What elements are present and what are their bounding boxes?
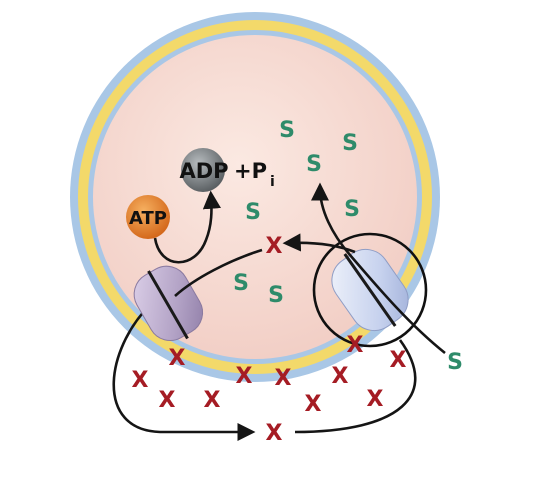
x-molecule: X	[367, 387, 384, 412]
atp-label: ATP	[129, 208, 167, 229]
s-entry-arrow	[310, 182, 446, 355]
x-to-pump-arrow	[174, 248, 263, 297]
s-molecules: S S S S S S S S	[233, 118, 463, 375]
s-molecule: S	[268, 283, 284, 308]
x-molecule: X	[266, 421, 283, 446]
x-molecule-inside: X	[266, 234, 283, 259]
symporter-to-x-arrow	[282, 233, 356, 254]
x-molecules: X X X X X X X X X X X X X	[132, 234, 407, 446]
x-molecule: X	[169, 346, 186, 371]
s-molecule: S	[279, 118, 295, 143]
x-molecule: X	[347, 333, 364, 358]
symporter-protein	[331, 248, 409, 332]
x-molecule: X	[236, 364, 253, 389]
pi-plus-label: +P	[234, 159, 267, 183]
x-molecule: X	[332, 364, 349, 389]
atp-ball	[126, 195, 170, 239]
x-molecule: X	[159, 388, 176, 413]
s-molecule-outside: S	[447, 350, 463, 375]
s-molecule: S	[344, 197, 360, 222]
x-molecule: X	[204, 388, 221, 413]
highlight-circle	[312, 232, 428, 348]
s-molecule: S	[342, 131, 358, 156]
s-molecule: S	[245, 200, 261, 225]
pi-subscript: i	[270, 174, 275, 190]
s-molecule: S	[233, 271, 249, 296]
x-molecule: X	[305, 392, 322, 417]
x-molecule: X	[390, 348, 407, 373]
x-molecule: X	[275, 366, 292, 391]
outside-loop-arrow	[112, 304, 256, 442]
x-molecule: X	[132, 368, 149, 393]
s-molecule: S	[306, 152, 322, 177]
atp-to-adp-arrow	[153, 190, 221, 264]
outside-loop-return	[294, 339, 417, 434]
atp-driven-pump	[133, 265, 204, 341]
adp-ball	[181, 148, 225, 192]
adp-label: ADP	[179, 159, 228, 183]
